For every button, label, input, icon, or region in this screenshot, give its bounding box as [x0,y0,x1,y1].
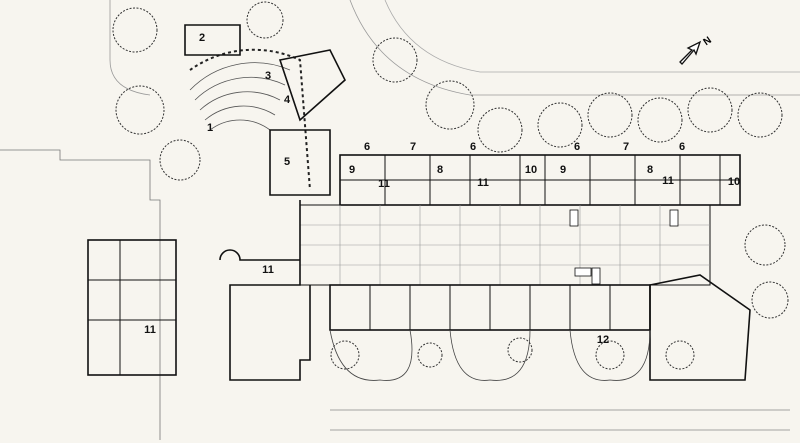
colonnade [189,48,311,191]
site-boundary [0,149,161,440]
label-6: 6 [363,141,371,153]
label-2: 2 [198,32,206,44]
label-11: 11 [662,175,674,187]
parked-cars [569,209,679,285]
label-6: 6 [678,141,686,153]
label-12: 12 [596,334,610,346]
north-arrow-icon [679,40,702,65]
label-10: 10 [727,176,741,188]
label-6: 6 [573,141,581,153]
label-3: 3 [264,70,272,82]
label-9: 9 [348,164,356,176]
label-11: 11 [477,177,489,189]
label-6: 6 [469,141,477,153]
trees [112,1,789,370]
label-10: 10 [524,164,538,176]
label-11: 11 [378,178,390,190]
road-edge [384,0,800,73]
buildings [87,24,751,381]
label-8: 8 [436,164,444,176]
amphitheatre-row [189,62,291,91]
label-11: 11 [262,264,274,276]
courtyard-gardens [329,329,790,431]
label-5: 5 [283,156,291,168]
label-7: 7 [622,141,630,153]
road-edge [349,0,800,96]
label-11: 11 [144,324,156,336]
label-7: 7 [409,141,417,153]
label-4: 4 [283,94,291,106]
label-1: 1 [206,122,214,134]
label-8: 8 [646,164,654,176]
road-edge [109,0,151,96]
label-9: 9 [559,164,567,176]
